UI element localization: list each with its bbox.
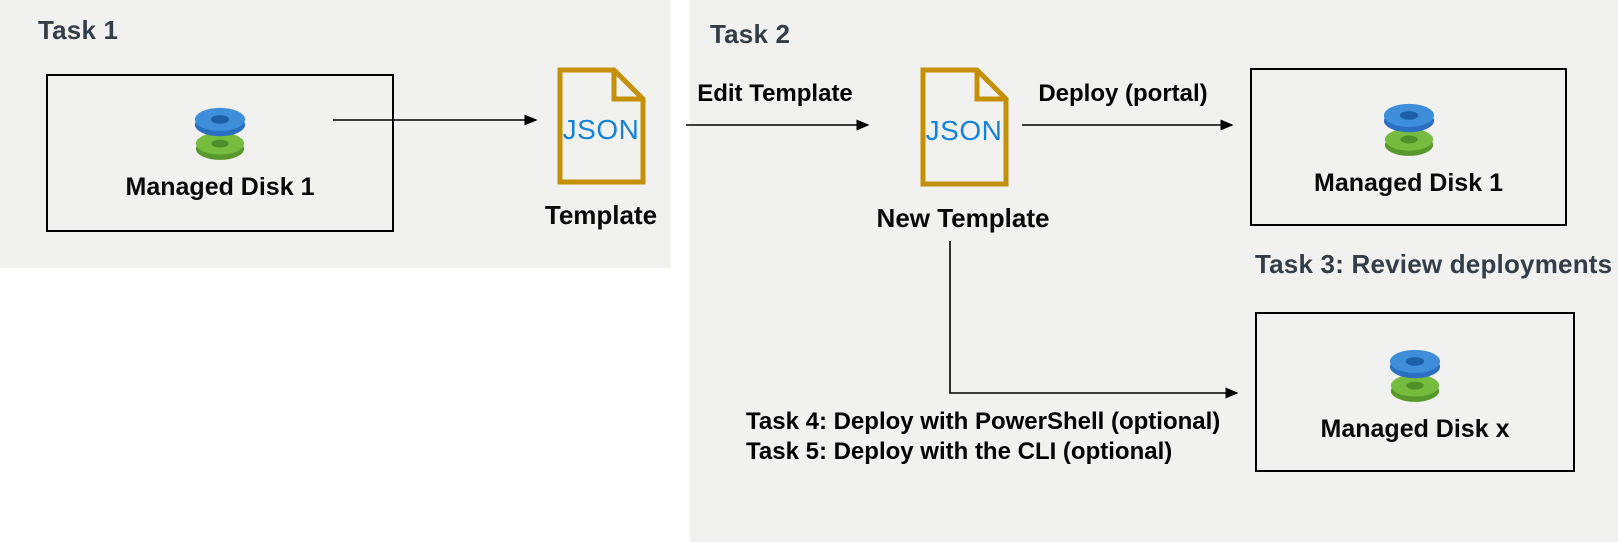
task4-annotation: Task 4: Deploy with PowerShell (optional… [746,408,1221,435]
managed-disk-icon [1383,103,1434,156]
managed-disk-x-label: Managed Disk x [1320,415,1510,443]
managed-disk-1-deployed-label: Managed Disk 1 [1314,169,1503,197]
deploy-portal-label: Deploy (portal) [1038,80,1208,107]
task5-annotation: Task 5: Deploy with the CLI (optional) [746,438,1173,465]
task3-annotation: Task 3: Review deployments [1255,249,1613,279]
json-doc-text: JSON [925,115,1003,146]
managed-disk-1-source-label: Managed Disk 1 [125,173,315,201]
json-file-icon [557,67,646,185]
task4-task5-annotation: Task 4: Deploy with PowerShell (optional… [746,407,1220,467]
managed-disk-1-deployed-box: Managed Disk 1 [1250,68,1567,226]
json-file-icon [920,67,1009,187]
task1-title: Task 1 [38,15,119,45]
new-template-json-doc: JSON [919,67,1009,187]
template-caption: Template [544,200,658,230]
new-template-caption: New Template [876,203,1050,233]
managed-disk-1-source-box: Managed Disk 1 [46,74,394,232]
template-json-doc: JSON [556,67,646,185]
managed-disk-icon [194,107,246,160]
edit-template-label: Edit Template [697,80,853,107]
managed-disk-x-box: Managed Disk x [1255,312,1575,472]
managed-disk-icon [1389,349,1441,402]
task2-title: Task 2 [710,19,791,49]
json-doc-text: JSON [562,114,640,145]
